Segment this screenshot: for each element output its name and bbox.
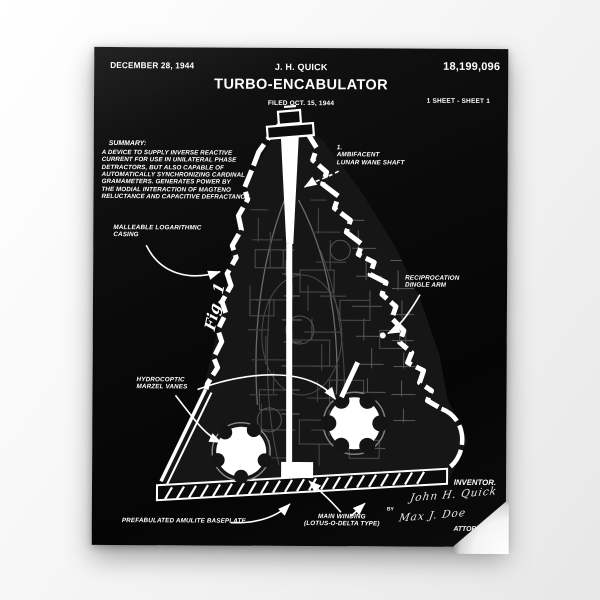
- label-main-winding: MAIN WINDING (LOTUS-O-DELTA TYPE): [303, 513, 380, 528]
- label-ambifacent-lunar-wane-shaft: 1. AMBIFACENT LUNAR WANE SHAFT: [336, 144, 405, 167]
- dingle-arm: [339, 361, 360, 399]
- patent-drawing: [145, 104, 468, 524]
- label-malleable-logarithmic-casing: MALLEABLE LOGARITHMIC CASING: [113, 224, 202, 239]
- summary-body: A DEVICE TO SUPPLY INVERSE REACTIVE CURR…: [101, 148, 252, 201]
- label-prefabulated-amulite-baseplate: PREFABULATED AMULITE BASEPLATE: [121, 517, 246, 525]
- baseplate: [155, 467, 449, 502]
- summary-heading: SUMMARY:: [108, 139, 147, 148]
- label-hydrocoptic-marzel-vanes: HYDROCOPTIC MARZEL VANES: [136, 376, 188, 391]
- left-gear-icon: [210, 421, 272, 484]
- right-gear-icon: [320, 391, 389, 456]
- patent-number: 18,199,096: [443, 60, 501, 74]
- wane-shaft: [280, 134, 314, 479]
- patent-poster: DECEMBER 28, 1944 J. H. QUICK TURBO-ENCA…: [91, 46, 509, 547]
- sheet-label: 1 SHEET - SHEET 1: [426, 97, 491, 105]
- leader-lines: [145, 170, 421, 524]
- by-label: BY: [386, 506, 394, 513]
- label-reciprocation-dingle-arm: RECIPROCATION DINGLE ARM: [405, 274, 460, 290]
- drawing-interior: [161, 111, 468, 484]
- top-cap: [265, 104, 316, 141]
- patent-title: TURBO-ENCABULATOR: [214, 76, 389, 94]
